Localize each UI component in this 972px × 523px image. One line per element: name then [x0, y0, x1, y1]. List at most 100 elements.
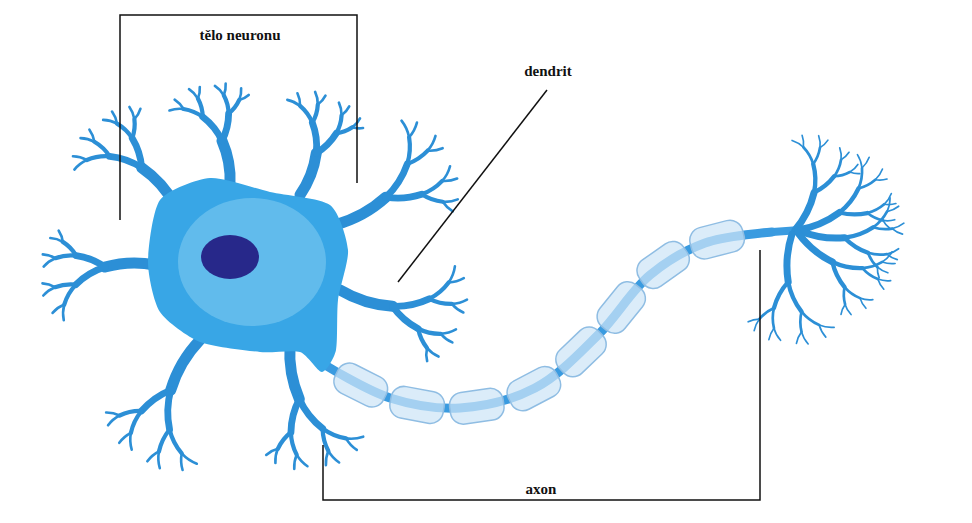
dendrite-branch	[442, 166, 450, 181]
myelin-sheath	[388, 384, 447, 425]
dendrite-branch	[832, 262, 862, 268]
dendrite-branch	[844, 227, 873, 237]
dendrite-branch	[294, 455, 296, 469]
dendrite-branch	[820, 140, 828, 148]
dendrite-branch	[129, 107, 134, 119]
dendrite-branch	[867, 204, 884, 213]
dendrite-branch	[873, 227, 892, 229]
dendrite-branch	[76, 267, 105, 285]
dendrite-branch	[441, 329, 456, 333]
dendrite-branch	[422, 194, 443, 201]
dendrite-branch	[441, 334, 453, 343]
dendrite-branch	[300, 153, 316, 195]
dendrite-branch	[834, 160, 841, 176]
part-label: axon	[526, 481, 557, 498]
dendrite-branch	[169, 109, 183, 111]
dendrite-branch	[53, 305, 65, 313]
dendrite-branch	[181, 453, 182, 470]
dendrite-branch	[798, 233, 832, 262]
dendrite-branch	[297, 93, 300, 106]
dendrite-branch	[229, 100, 240, 114]
dendrite-branch	[862, 157, 869, 168]
dendrite-branch	[819, 325, 834, 327]
dendrite-branch	[132, 119, 134, 138]
dendrite-branch	[134, 109, 140, 119]
dendrite-branch	[339, 103, 342, 116]
dendrite-branch	[287, 100, 300, 106]
dendrite-branch	[299, 399, 322, 428]
dendrite-branch	[841, 152, 849, 160]
dendrite-branch	[429, 282, 448, 298]
dendrite-branch	[393, 306, 419, 328]
dendrite-branch	[834, 172, 850, 176]
dendrite-branch	[873, 212, 887, 228]
body-bracket	[120, 15, 357, 220]
dendrite-branch	[754, 319, 759, 330]
dendrite-branch	[425, 348, 428, 361]
dendrite-branch	[87, 156, 110, 160]
dendrite-branch	[878, 279, 884, 289]
dendrite-branch	[800, 231, 844, 238]
dendrite-branch	[792, 140, 803, 147]
dendrite-branch	[316, 133, 336, 153]
dendrite-branch	[813, 148, 820, 164]
dendrite-branch	[892, 229, 902, 235]
dendrite-branch	[120, 411, 142, 415]
dendrite-branch	[131, 411, 142, 433]
dendrite-branch	[182, 453, 197, 463]
dendrite-branch	[887, 198, 890, 212]
dendrite-branch	[892, 223, 904, 228]
dendrite-branch	[130, 433, 131, 450]
dendrite-branch	[427, 348, 439, 357]
dendrite-branch	[141, 390, 170, 411]
dendrite-branch	[796, 332, 801, 343]
dendrite-branch	[215, 86, 224, 95]
dendrite-branch	[857, 155, 862, 168]
dendrite-branch	[112, 112, 117, 124]
dendrite-branch	[839, 212, 867, 214]
dendrite-branch	[774, 282, 788, 308]
dendrite-branch	[222, 114, 229, 141]
dendrite-branch	[813, 164, 815, 193]
dendrite-branch	[342, 106, 350, 115]
dendrite-branch	[428, 148, 443, 151]
dendrite-branch	[803, 147, 813, 164]
dendrite-branch	[300, 106, 312, 123]
dendrite-branch	[189, 89, 198, 98]
axon-shape	[325, 217, 772, 426]
dendrite-branch	[291, 399, 299, 432]
dendrite-branch	[819, 325, 826, 337]
dendrite-branch	[147, 452, 159, 462]
dendrite-branch	[402, 121, 410, 138]
dendrite-branch	[74, 160, 86, 170]
dendrite-branch	[875, 179, 887, 180]
dendrite-branch	[877, 267, 879, 278]
dendrite-branch	[814, 176, 834, 192]
dendrite-branch	[882, 262, 895, 264]
dendrite-branch	[877, 267, 887, 273]
myelin-sheath	[687, 217, 747, 261]
cell-body	[148, 178, 348, 372]
dendrite-branch	[409, 123, 417, 138]
dendrite-branch	[42, 283, 54, 287]
dendrite-branch	[198, 99, 203, 117]
cytoplasm	[178, 198, 326, 326]
dendrite-branch	[418, 329, 441, 334]
dendrite-branch	[878, 279, 891, 281]
dendrite-branch	[44, 258, 56, 266]
dendrite-branch	[418, 329, 427, 348]
dendrite-branch	[769, 328, 774, 339]
myelin-sheath	[550, 322, 611, 382]
dendrite-branch	[184, 109, 203, 117]
dendrite-branch	[55, 284, 76, 287]
dendrite-branch	[43, 287, 55, 295]
dendrite-branch	[862, 262, 882, 268]
dendrite-branch	[222, 141, 230, 185]
dendrite-branch	[94, 142, 109, 157]
dendrite-branch	[386, 164, 407, 197]
dendrite-branch	[407, 151, 427, 164]
dendrite-branch	[336, 127, 352, 133]
dendrite-branch	[346, 437, 363, 439]
dendrite-branch	[275, 449, 277, 463]
